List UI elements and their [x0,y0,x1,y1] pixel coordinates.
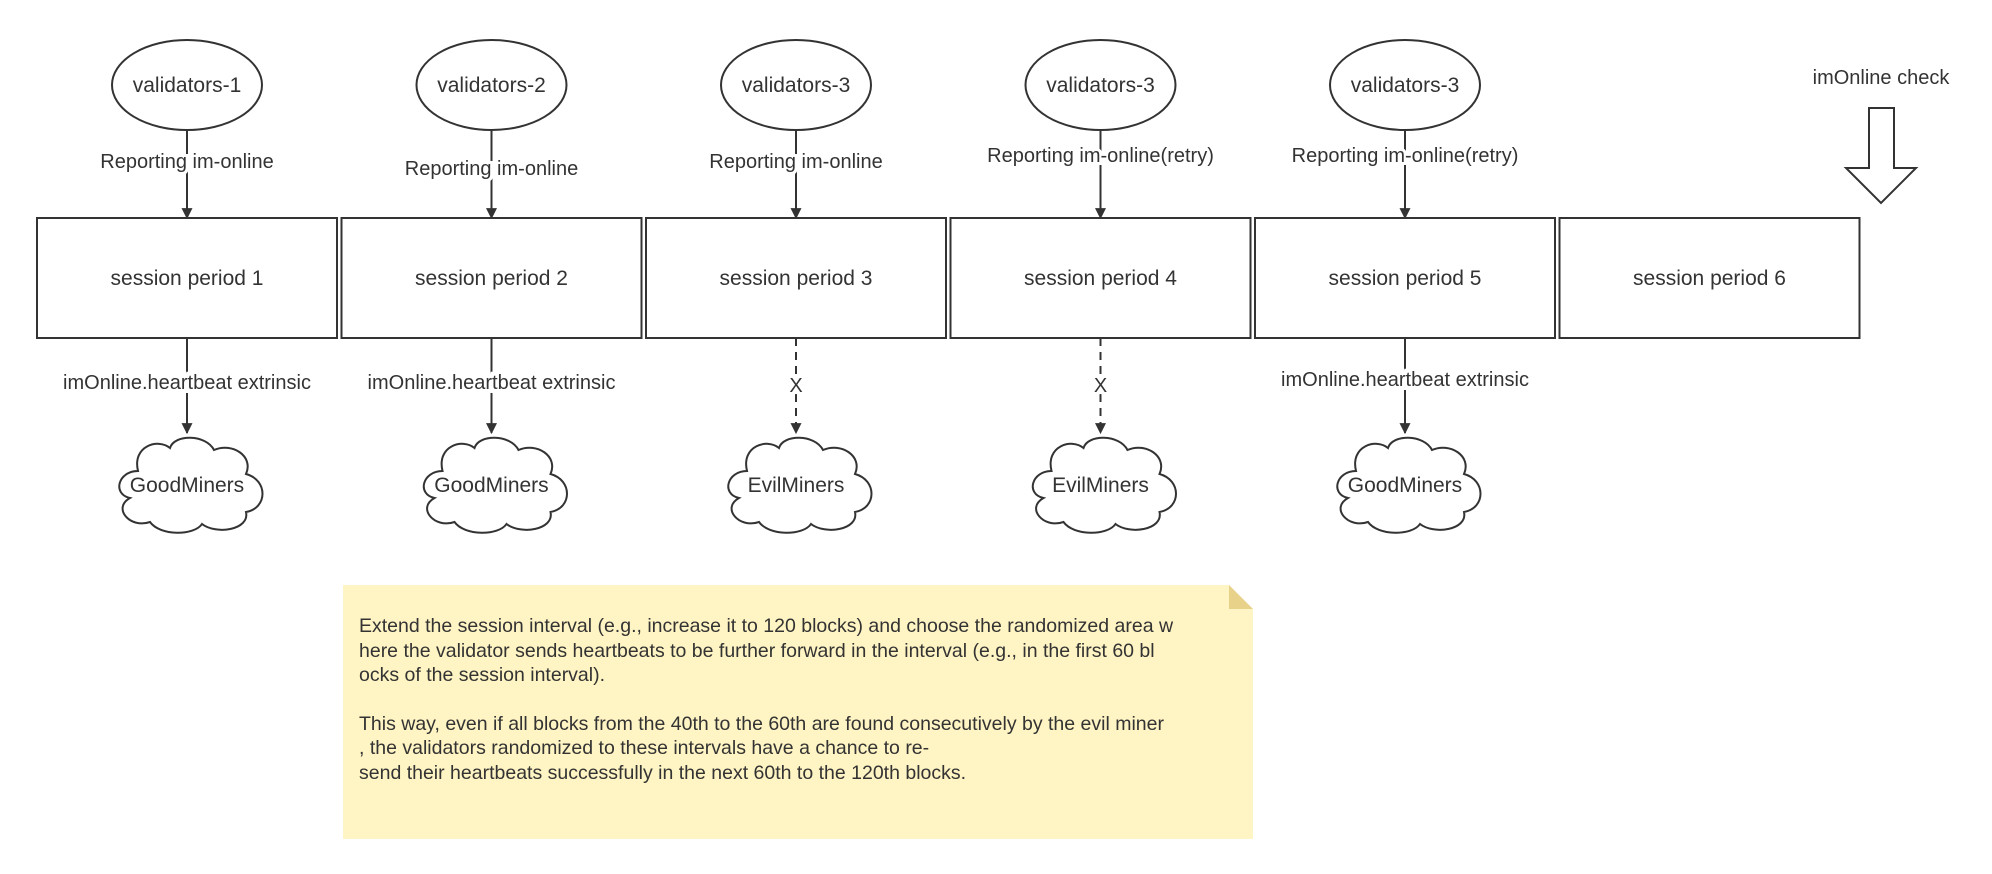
miners-label: EvilMiners [1052,474,1149,497]
note-line: ocks of the session interval). [359,664,606,686]
explanation-note: Extend the session interval (e.g., incre… [343,585,1253,839]
reporting-label: Reporting im-online(retry) [1292,145,1519,167]
miners-label: EvilMiners [748,474,845,497]
blocked-marker: X [1094,375,1107,397]
validator-label: validators-3 [1046,74,1155,97]
session-label: session period 5 [1329,267,1482,290]
note-line: , the validators randomized to these int… [359,737,930,759]
miners-label: GoodMiners [434,474,548,497]
heartbeat-label: imOnline.heartbeat extrinsic [1281,369,1529,391]
miners-label: GoodMiners [130,474,244,497]
session-label: session period 4 [1024,267,1177,290]
blocked-marker: X [789,375,802,397]
reporting-label: Reporting im-online(retry) [987,145,1214,167]
session-label: session period 2 [415,267,568,290]
session-label: session period 6 [1633,267,1786,290]
session-box [1558,217,1861,339]
session-box [36,217,338,339]
note-line: send their heartbeats successfully in th… [359,761,967,784]
miners-cloud [422,436,568,534]
session-box [1254,217,1556,339]
imonline-check-label: imOnline check [1813,67,1951,89]
session-label: session period 1 [111,267,264,290]
reporting-label: Reporting im-online [100,151,273,173]
miners-cloud [118,436,264,534]
note-fold-corner [1229,585,1253,609]
validator-label: validators-2 [437,74,546,97]
validator-label: validators-3 [742,74,851,97]
reporting-label: Reporting im-online [405,158,578,180]
session-label: session period 3 [720,267,873,290]
note-paragraph-2: This way, even if all blocks from the 40… [359,712,1239,786]
note-line: here the validator sends heartbeats to b… [359,639,1155,662]
miners-cloud [1336,436,1482,534]
note-line: This way, even if all blocks from the 40… [359,712,1164,735]
down-arrow-icon [1843,107,1919,205]
heartbeat-label: imOnline.heartbeat extrinsic [368,372,616,394]
note-line: Extend the session interval (e.g., incre… [359,615,1174,637]
validator-label: validators-1 [133,74,242,97]
validator-label: validators-3 [1351,74,1460,97]
miners-cloud [727,436,873,534]
heartbeat-label: imOnline.heartbeat extrinsic [63,372,311,394]
miners-cloud [1031,436,1177,534]
session-box [645,217,947,339]
miners-label: GoodMiners [1348,474,1462,497]
reporting-label: Reporting im-online [709,151,882,173]
note-paragraph-1: Extend the session interval (e.g., incre… [359,614,1239,688]
